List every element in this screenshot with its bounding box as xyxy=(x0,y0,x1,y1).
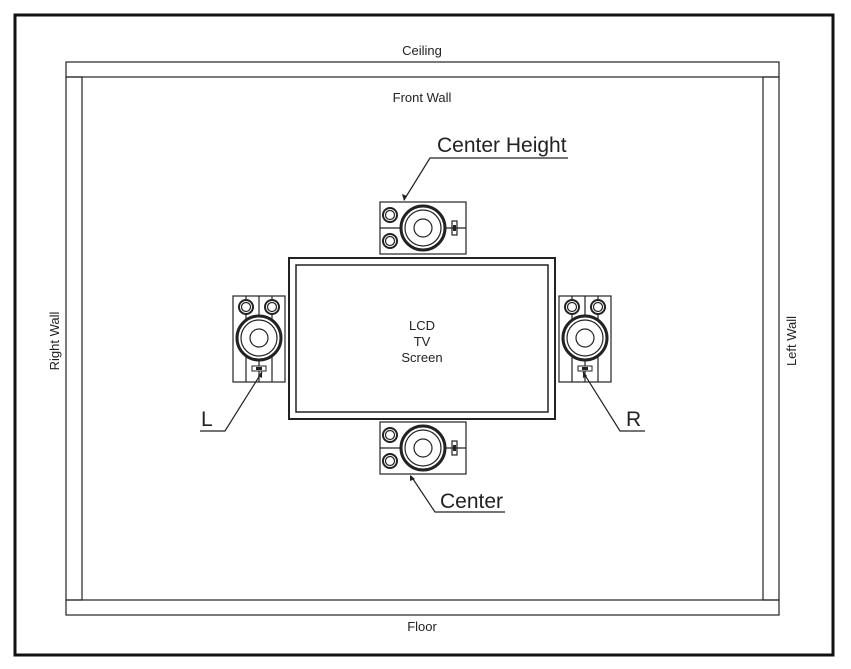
center-callout: Center xyxy=(410,475,505,513)
right-speaker-label: R xyxy=(626,408,641,431)
tv-label-line3: Screen xyxy=(401,350,442,365)
room xyxy=(65,61,780,616)
center-height-label: Center Height xyxy=(437,134,567,157)
outer-frame xyxy=(13,13,835,657)
center-speaker xyxy=(379,421,467,475)
right-callout: R xyxy=(582,371,645,432)
tv-label-line1: LCD xyxy=(409,318,435,333)
right-speaker xyxy=(558,295,612,383)
tv-label-line2: TV xyxy=(414,334,431,349)
left-wall-band xyxy=(762,76,780,601)
center-height-speaker xyxy=(379,201,467,255)
left-speaker xyxy=(232,295,286,383)
front-wall-label: Front Wall xyxy=(393,90,452,105)
left-callout: L xyxy=(200,371,263,432)
center-height-callout: Center Height xyxy=(402,134,568,201)
ceiling-band xyxy=(65,61,780,78)
left-speaker-label: L xyxy=(201,408,213,431)
floor-band xyxy=(65,599,780,616)
right-wall-band xyxy=(65,76,83,601)
left-wall-label: Left Wall xyxy=(784,316,799,366)
ceiling-label: Ceiling xyxy=(402,43,442,58)
right-wall-label: Right Wall xyxy=(47,312,62,371)
floor-label: Floor xyxy=(407,619,437,634)
tv-screen: LCD TV Screen xyxy=(288,257,556,420)
center-label: Center xyxy=(440,490,503,513)
